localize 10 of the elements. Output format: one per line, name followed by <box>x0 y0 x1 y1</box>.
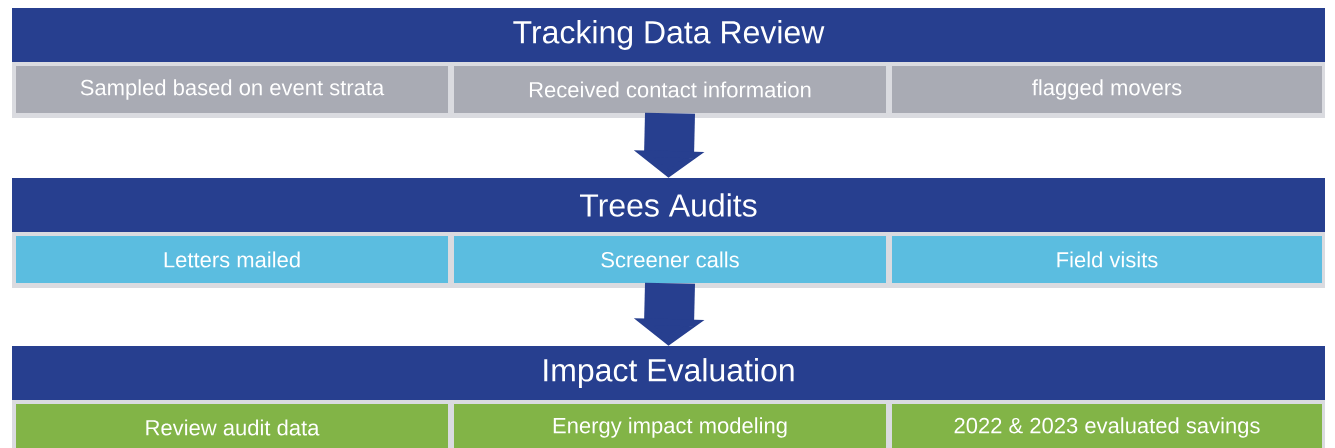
step-cell: Screener calls <box>454 236 886 283</box>
step-cell: Field visits <box>892 236 1322 283</box>
step-cell: 2022 & 2023 evaluated savings <box>892 404 1322 448</box>
step-cell: Energy impact modeling <box>454 404 886 448</box>
step-cell: Sampled based on event strata <box>16 66 448 113</box>
step-cell: flagged movers <box>892 66 1322 113</box>
step-cell: Received contact information <box>454 66 886 113</box>
step-cell: Letters mailed <box>16 236 448 283</box>
header-band: Tracking Data Review <box>12 8 1325 62</box>
step-cell: Review audit data <box>16 404 448 448</box>
